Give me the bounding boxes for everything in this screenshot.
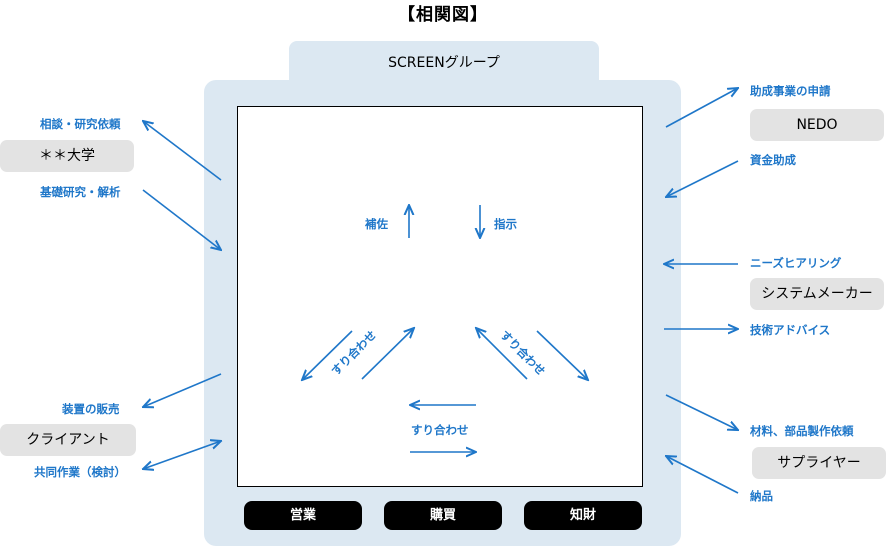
label-joint-work: 共同作業（検討） — [34, 465, 126, 479]
arrow-basic-research — [142, 189, 221, 250]
dept-sales: 営業 — [244, 501, 362, 530]
label-subsidy-application: 助成事業の申請 — [750, 84, 831, 98]
arrow-joint-work — [143, 441, 221, 469]
label-funding: 資金助成 — [750, 153, 796, 167]
entity-client: クライアント — [0, 424, 136, 456]
dept-purchasing: 購買 — [384, 501, 502, 530]
arrow-coord-right-out — [536, 330, 588, 380]
arrow-parts-order — [665, 394, 738, 430]
label-parts-order: 材料、部品製作依頼 — [750, 424, 854, 438]
arrow-funding — [666, 160, 739, 197]
label-instruction: 指示 — [494, 217, 517, 231]
diagram-title: 【相関図】 — [398, 5, 488, 25]
inner-organization-box — [237, 106, 643, 487]
label-basic-research: 基礎研究・解析 — [40, 185, 121, 199]
arrow-coord-left-in — [361, 328, 414, 380]
arrow-coord-left-out — [302, 330, 353, 380]
arrow-coord-right-in — [476, 328, 528, 380]
label-delivery: 納品 — [750, 489, 773, 503]
label-consult-research: 相談・研究依頼 — [40, 117, 121, 131]
arrow-consult-research — [143, 121, 222, 181]
label-tech-advice: 技術アドバイス — [750, 323, 831, 337]
label-support: 補佐 — [365, 217, 388, 231]
arrow-subsidy-application — [665, 88, 738, 128]
label-equipment-sales: 装置の販売 — [62, 402, 120, 416]
arrow-equipment-sales — [143, 373, 222, 407]
group-label: SCREENグループ — [388, 55, 500, 71]
arrow-delivery — [666, 456, 739, 494]
entity-university: ＊＊大学 — [0, 140, 134, 172]
label-coordination-bottom: すり合わせ — [411, 423, 469, 437]
dept-ip: 知財 — [524, 501, 642, 530]
entity-nedo: NEDO — [750, 109, 884, 141]
label-needs-hearing: ニーズヒアリング — [750, 256, 842, 270]
entity-supplier: サプライヤー — [752, 447, 886, 479]
entity-system-maker: システムメーカー — [750, 278, 884, 310]
